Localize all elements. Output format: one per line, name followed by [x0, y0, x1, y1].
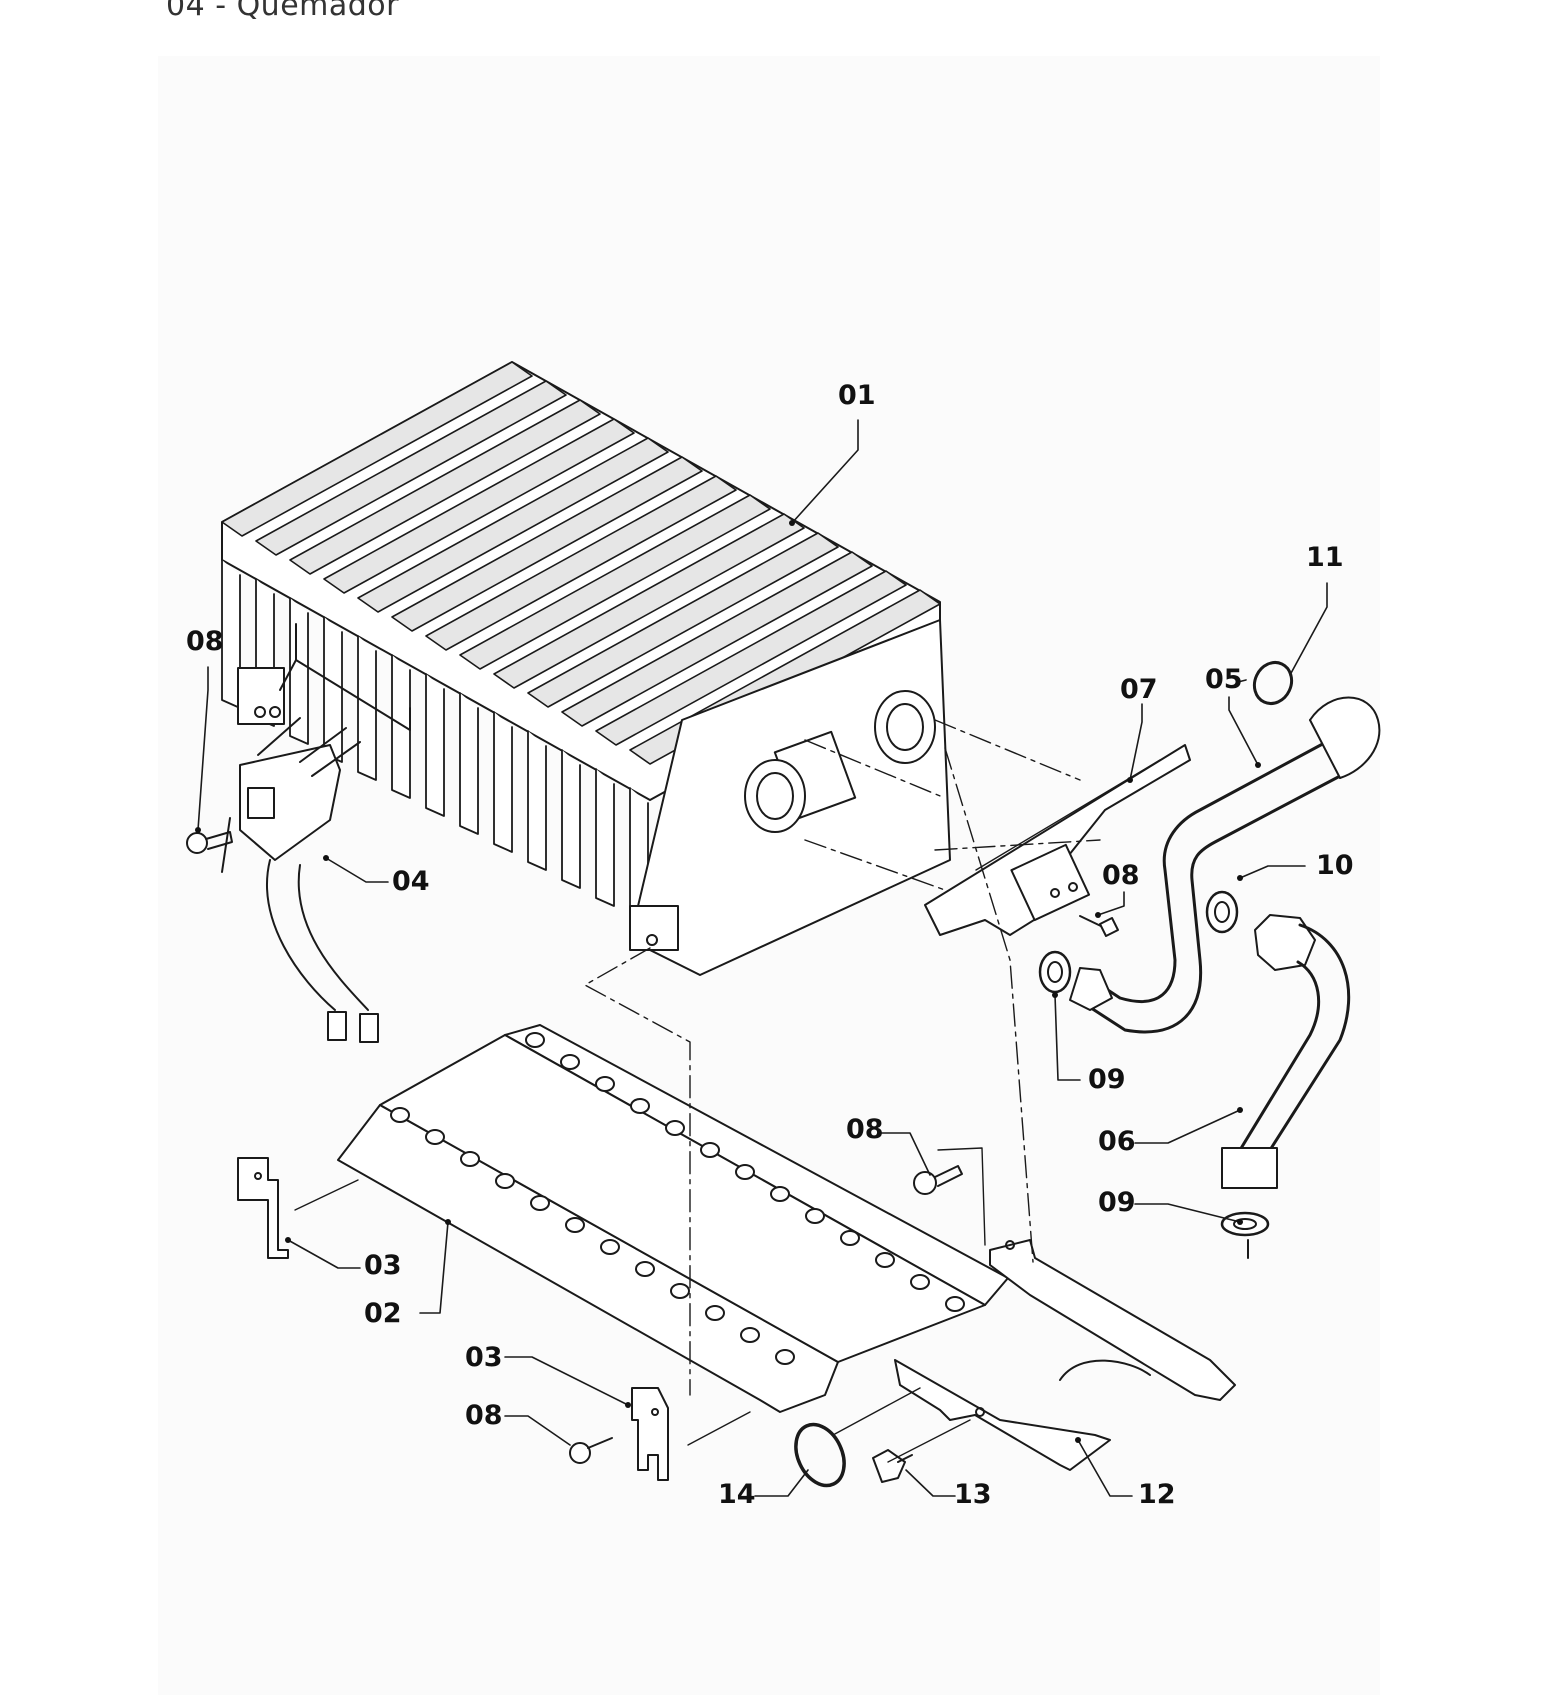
support-rail — [894, 1239, 1236, 1471]
callout-08-middle: 08 — [846, 1114, 884, 1145]
cover-plate — [924, 744, 1191, 936]
callout-10: 10 — [1316, 850, 1354, 881]
burner-manifold — [337, 1024, 1009, 1413]
pipe-05 — [1069, 696, 1381, 1034]
screw-bottom-left — [569, 1437, 613, 1464]
electrode-assembly — [221, 623, 411, 1043]
callout-11: 11 — [1306, 542, 1344, 573]
burner-jets — [390, 1032, 965, 1365]
pipe-06 — [1221, 914, 1351, 1259]
callout-09-lower: 09 — [1098, 1187, 1136, 1218]
callout-03-left: 03 — [364, 1250, 402, 1281]
callout-01: 01 — [838, 380, 876, 411]
washers — [1038, 890, 1270, 1237]
page-title: 04 - Quemador — [166, 0, 399, 23]
callout-04: 04 — [392, 866, 430, 897]
screw-left — [186, 831, 233, 854]
callout-03-bottom: 03 — [465, 1342, 503, 1373]
callout-06: 06 — [1098, 1126, 1136, 1157]
callout-02: 02 — [364, 1298, 402, 1329]
oring-14 — [794, 1422, 846, 1488]
oring-11 — [1252, 661, 1294, 705]
callout-07: 07 — [1120, 674, 1158, 705]
bracket-right — [631, 1387, 669, 1481]
screw-middle — [913, 1165, 963, 1195]
callout-12: 12 — [1138, 1479, 1176, 1510]
callout-08-left: 08 — [186, 626, 224, 657]
nozzle-13 — [872, 1449, 913, 1483]
callout-13: 13 — [954, 1479, 992, 1510]
callout-14: 14 — [718, 1479, 756, 1510]
callout-08-plate: 08 — [1102, 860, 1140, 891]
heat-exchanger — [221, 361, 951, 976]
bracket-left — [237, 1157, 289, 1259]
callout-09-upper: 09 — [1088, 1064, 1126, 1095]
callout-08-bottom: 08 — [465, 1400, 503, 1431]
screw-plate — [1079, 915, 1119, 937]
callout-05: 05 — [1205, 664, 1243, 695]
